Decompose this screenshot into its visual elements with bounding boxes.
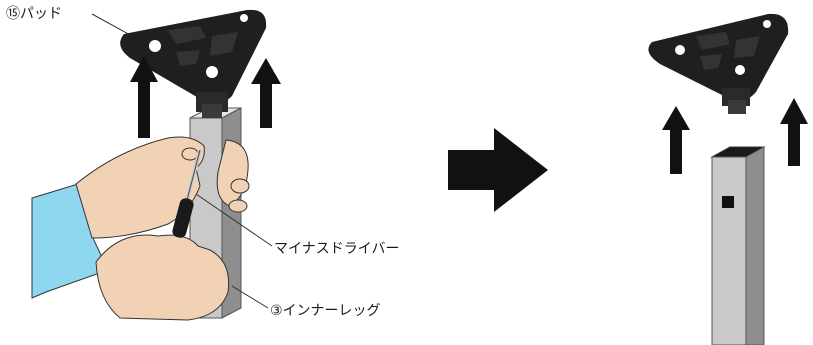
screwdriver — [172, 149, 202, 238]
inner-leg-leader-line — [231, 285, 269, 309]
screwdriver-label: マイナスドライバー — [274, 241, 400, 257]
hands — [75, 136, 250, 321]
pad-leader-line — [91, 13, 133, 37]
right-scene — [648, 13, 808, 345]
pad-label: ⑮パッド — [6, 6, 62, 22]
right-arrow-icon — [448, 128, 548, 212]
up-arrow-icon — [662, 106, 690, 174]
pad-right — [648, 13, 789, 114]
up-arrow-icon — [780, 98, 808, 166]
up-arrow-icon — [130, 56, 158, 138]
leg-hole — [722, 196, 734, 208]
inner-leg-label: ③インナーレッグ — [270, 303, 381, 319]
screwdriver-leader-line — [195, 193, 273, 247]
left-scene — [31, 9, 281, 321]
up-arrow-icon — [251, 58, 281, 128]
pad-left — [120, 9, 267, 118]
inner-leg-right — [710, 146, 766, 345]
